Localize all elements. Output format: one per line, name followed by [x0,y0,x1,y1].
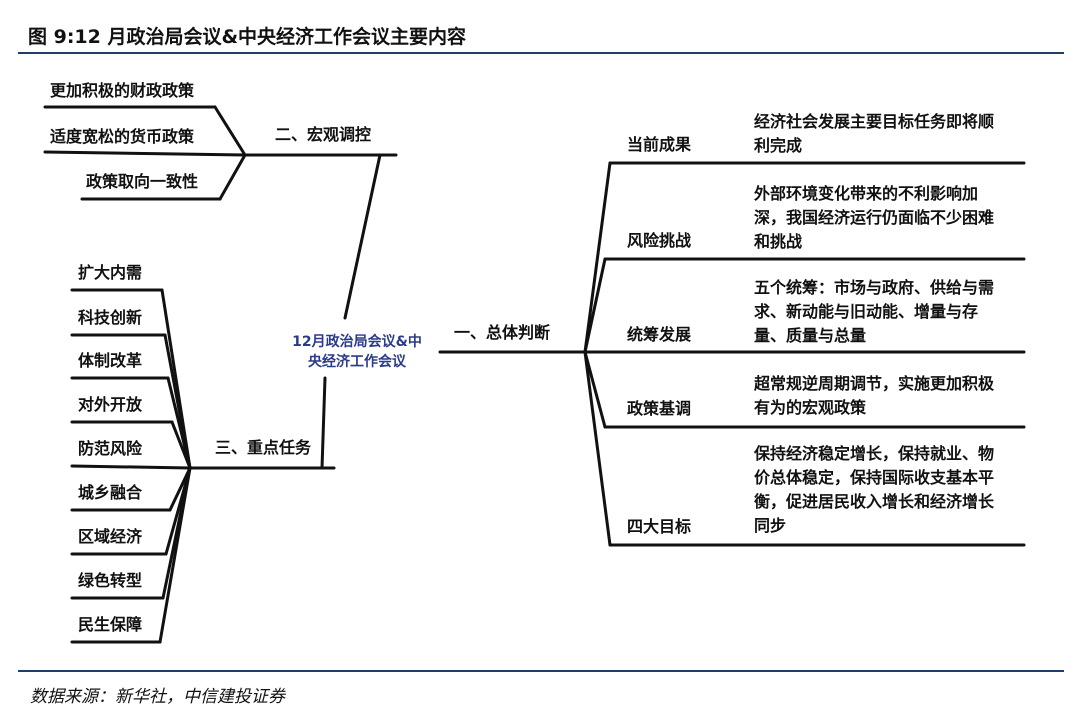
top-rule [18,52,1064,54]
task-item: 对外开放 [78,395,143,414]
center-node-line1: 12月政治局会议&中 [292,334,422,350]
tasks-branch-label: 三、重点任务 [215,438,312,457]
macro-item: 适度宽松的货币政策 [50,127,195,146]
task-item: 区域经济 [78,527,143,546]
figure-title: 图 9:12 月政治局会议&中央经济工作会议主要内容 [28,26,467,48]
judgment-item-desc: 保持经济稳定增长，保持就业、物 价总体稳定，保持国际收支基本平 衡，促进居民收入… [754,444,995,535]
center-node-line2: 央经济工作会议 [308,354,406,370]
task-item: 扩大内需 [78,263,143,282]
task-item: 防范风险 [78,439,143,458]
task-item: 民生保障 [78,615,143,634]
task-item: 绿色转型 [78,571,143,590]
judgment-item-label: 当前成果 [627,135,692,154]
macro-item: 更加积极的财政政策 [50,81,195,100]
judgment-item-label: 四大目标 [627,517,692,536]
judgment-item-desc: 外部环境变化带来的不利影响加 深，我国经济运行仍面临不少困难 和挑战 [754,184,995,251]
judgment-item-label: 统筹发展 [627,325,692,344]
task-item: 城乡融合 [78,483,143,502]
macro-branch-label: 二、宏观调控 [275,125,372,144]
macro-item: 政策取向一致性 [86,172,199,191]
judgment-item-desc: 超常规逆周期调节，实施更加积极 有为的宏观政策 [754,374,995,417]
judgment-item-desc: 经济社会发展主要目标任务即将顺 利完成 [754,112,995,155]
task-item: 科技创新 [78,308,143,327]
judgment-item-label: 政策基调 [627,399,692,418]
task-item: 体制改革 [78,351,143,370]
judgment-branch-label: 一、总体判断 [454,323,551,342]
source-note: 数据来源：新华社，中信建投证券 [30,687,285,707]
center-node: 12月政治局会议&中 央经济工作会议 [272,332,442,372]
bottom-rule [18,670,1064,672]
judgment-item-desc: 五个统筹：市场与政府、供给与需 求、新动能与旧动能、增量与存 量、质量与总量 [754,278,995,345]
judgment-item-label: 风险挑战 [627,231,692,250]
